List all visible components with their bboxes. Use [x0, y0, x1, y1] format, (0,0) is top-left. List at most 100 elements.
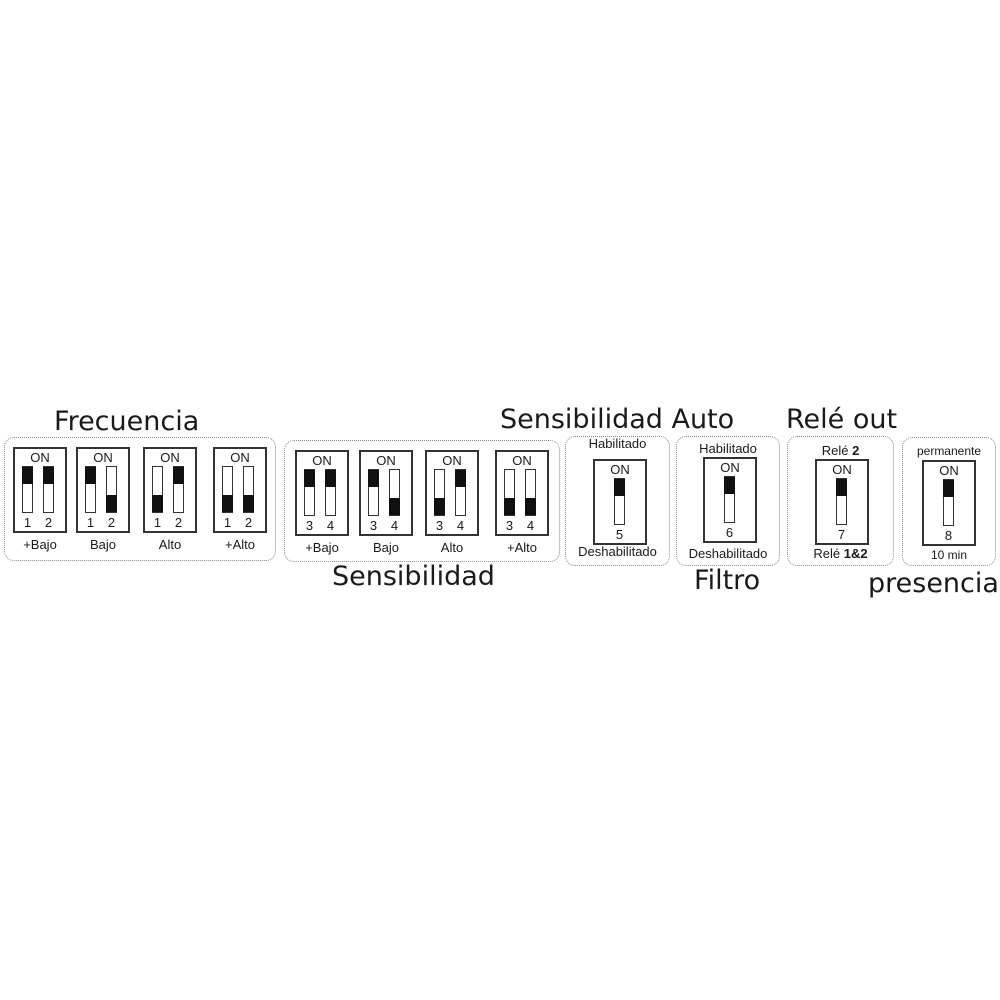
switch-knob[interactable] — [943, 480, 954, 497]
switch-slot[interactable] — [222, 466, 233, 513]
rele-bottom-label: Relé 1&2 — [787, 547, 894, 561]
switch-knob[interactable] — [434, 498, 445, 515]
switch-caption: Alto — [440, 540, 464, 555]
switch-number: 1 — [153, 515, 162, 530]
switch-slot[interactable] — [43, 466, 54, 513]
switch-knob[interactable] — [368, 470, 379, 487]
sensibilidad-auto-group — [565, 436, 670, 566]
on-label: ON — [720, 460, 740, 475]
switch-number: 5 — [615, 527, 624, 542]
switch-knob[interactable] — [243, 495, 254, 512]
switch-slot[interactable] — [243, 466, 254, 513]
switch-number: 4 — [526, 518, 535, 533]
dip-switch-6[interactable]: ON 6 — [703, 457, 757, 543]
on-label: ON — [442, 453, 462, 468]
switch-slot[interactable] — [304, 469, 315, 516]
filtro-title: Filtro — [694, 565, 761, 596]
switch-slot[interactable] — [85, 466, 96, 513]
rele-out-title: Relé out — [786, 404, 898, 435]
switch-slot[interactable] — [22, 466, 33, 513]
switch-slot[interactable] — [724, 476, 735, 523]
on-label: ON — [832, 462, 852, 477]
switch-slot[interactable] — [614, 478, 625, 525]
switch-slot[interactable] — [173, 466, 184, 513]
sensibilidad-title: Sensibilidad — [332, 561, 495, 592]
switch-number: 1 — [23, 515, 32, 530]
switch-number: 4 — [456, 518, 465, 533]
rele-top-bold: 2 — [852, 443, 860, 458]
switch-knob[interactable] — [614, 479, 625, 496]
rele-top-prefix: Relé — [821, 443, 853, 458]
switch-number: 2 — [107, 515, 116, 530]
frecuencia-title: Frecuencia — [54, 406, 200, 437]
dip-switch-7[interactable]: ON 7 — [815, 459, 869, 545]
switch-caption: Bajo — [89, 537, 117, 552]
switch-knob[interactable] — [836, 479, 847, 496]
on-label: ON — [160, 450, 180, 465]
presencia-top-label: permanente — [916, 444, 982, 458]
switch-knob[interactable] — [455, 470, 466, 487]
switch-knob[interactable] — [304, 470, 315, 487]
switch-slot[interactable] — [434, 469, 445, 516]
switch-number: 3 — [369, 518, 378, 533]
switch-number: 3 — [505, 518, 514, 533]
switch-slot[interactable] — [325, 469, 336, 516]
presencia-group — [902, 437, 996, 566]
switch-slot[interactable] — [368, 469, 379, 516]
switch-caption: +Bajo — [305, 540, 339, 555]
switch-slot[interactable] — [389, 469, 400, 516]
switch-knob[interactable] — [85, 467, 96, 484]
switch-number: 6 — [725, 525, 734, 540]
switch-knob[interactable] — [106, 495, 117, 512]
presencia-title: presencia — [868, 568, 999, 599]
switch-number: 2 — [244, 515, 253, 530]
switch-knob[interactable] — [724, 477, 735, 494]
switch-slot[interactable] — [455, 469, 466, 516]
switch-slot[interactable] — [943, 479, 954, 526]
on-label: ON — [376, 453, 396, 468]
switch-knob[interactable] — [152, 495, 163, 512]
switch-knob[interactable] — [504, 498, 515, 515]
switch-number: 2 — [174, 515, 183, 530]
switch-knob[interactable] — [525, 498, 536, 515]
dip-switch-8[interactable]: ON 8 — [922, 460, 976, 546]
dip-switch-5[interactable]: ON 5 — [593, 459, 647, 545]
switch-knob[interactable] — [389, 498, 400, 515]
switch-slot[interactable] — [836, 478, 847, 525]
switch-slot[interactable] — [106, 466, 117, 513]
switch-knob[interactable] — [222, 495, 233, 512]
on-label: ON — [312, 453, 332, 468]
switch-number: 4 — [390, 518, 399, 533]
switch-slot[interactable] — [504, 469, 515, 516]
switch-number: 1 — [86, 515, 95, 530]
switch-number: 8 — [944, 528, 953, 543]
sensibilidad-auto-title: Sensibilidad Auto — [500, 404, 735, 435]
switch-knob[interactable] — [173, 467, 184, 484]
on-label: ON — [512, 453, 532, 468]
switch-number: 3 — [305, 518, 314, 533]
switch-number: 3 — [435, 518, 444, 533]
on-label: ON — [93, 450, 113, 465]
switch-knob[interactable] — [325, 470, 336, 487]
switch-knob[interactable] — [22, 467, 33, 484]
sensibilidad-group — [284, 440, 560, 562]
filtro-bottom-label: Deshabilitado — [688, 546, 768, 561]
filtro-top-label: Habilitado — [699, 441, 757, 456]
on-label: ON — [939, 463, 959, 478]
switch-slot[interactable] — [152, 466, 163, 513]
switch-caption: +Alto — [225, 537, 255, 552]
switch-caption: Bajo — [372, 540, 400, 555]
switch-number: 2 — [44, 515, 53, 530]
switch-knob[interactable] — [43, 467, 54, 484]
frecuencia-group — [4, 437, 276, 561]
switch-slot[interactable] — [525, 469, 536, 516]
switch-number: 7 — [837, 527, 846, 542]
